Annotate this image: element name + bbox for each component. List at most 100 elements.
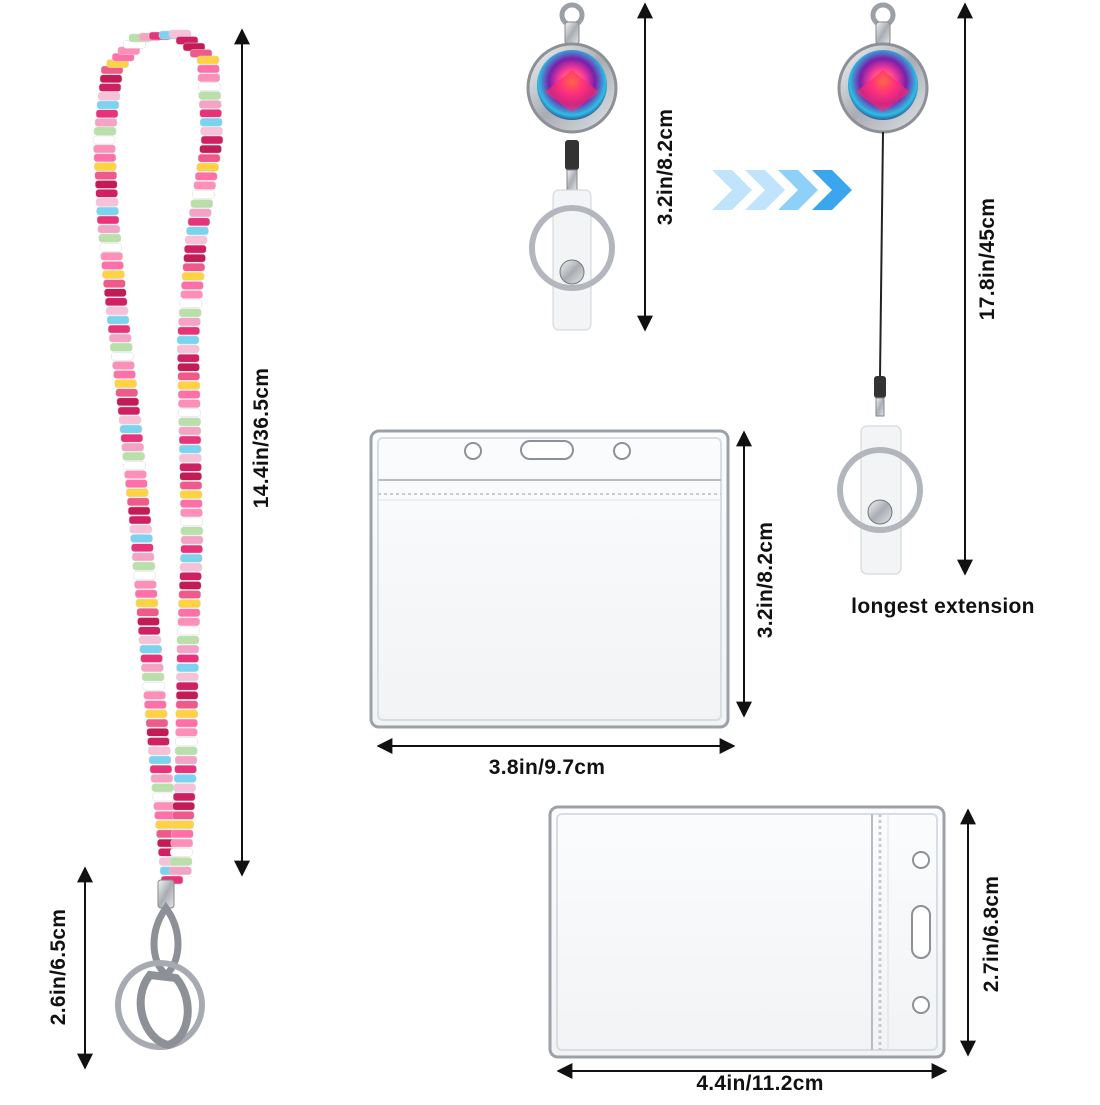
bead	[137, 626, 161, 636]
bead	[179, 453, 202, 463]
bead	[186, 226, 209, 236]
bead	[177, 626, 200, 636]
bead	[149, 764, 173, 774]
bead	[184, 235, 208, 245]
bead	[119, 424, 143, 434]
bead	[177, 390, 201, 399]
bead	[179, 572, 202, 581]
lanyard-length-label: 14.4in/36.5cm	[250, 367, 273, 509]
bead	[147, 746, 171, 756]
bead	[131, 552, 155, 562]
bead	[180, 553, 203, 563]
bead	[130, 534, 153, 543]
bead	[99, 243, 122, 252]
bead	[93, 127, 117, 136]
bead	[105, 306, 129, 316]
bead	[178, 317, 201, 327]
bead	[145, 718, 169, 728]
bead	[179, 481, 203, 490]
bead	[176, 644, 200, 654]
bead	[177, 326, 200, 336]
bead	[134, 580, 157, 589]
bead	[153, 801, 176, 811]
bead	[129, 524, 153, 534]
bead	[122, 452, 145, 461]
badge-reel-extended	[837, 2, 929, 575]
bead	[144, 700, 167, 709]
bead	[180, 544, 203, 554]
horizontal-holder-width-label: 3.8in/9.7cm	[488, 756, 606, 779]
chevron-icon	[778, 170, 818, 210]
bead	[197, 64, 220, 74]
badge-reel-retracted	[526, 2, 618, 331]
bead	[181, 281, 204, 290]
bead	[175, 709, 199, 719]
bead	[194, 172, 218, 181]
bead	[179, 299, 203, 308]
bead	[123, 461, 146, 470]
bead	[139, 644, 163, 654]
bead	[178, 408, 201, 417]
bead	[171, 820, 195, 829]
bead	[196, 163, 219, 172]
bead	[200, 126, 223, 136]
bead	[187, 217, 211, 227]
bead	[197, 73, 221, 83]
bead	[176, 344, 200, 354]
bead	[140, 654, 163, 663]
bead	[180, 499, 203, 508]
bead	[131, 543, 154, 552]
bead	[178, 399, 201, 408]
bead	[99, 74, 123, 83]
bead	[177, 372, 200, 381]
bead	[199, 117, 223, 127]
bead	[137, 617, 160, 626]
horizontal-badge-holder	[369, 429, 730, 729]
bead	[189, 208, 212, 217]
bead	[152, 792, 175, 802]
bead	[179, 463, 202, 472]
bead	[93, 144, 116, 154]
bead	[179, 490, 203, 499]
bead	[176, 663, 199, 672]
reel-height-label: 3.2in/8.2cm	[654, 108, 677, 226]
bead	[133, 571, 156, 580]
bead	[106, 315, 130, 325]
bead	[124, 470, 147, 479]
bead	[199, 109, 222, 118]
bead	[97, 224, 121, 234]
bead	[180, 517, 203, 527]
bead	[141, 663, 164, 672]
bead	[178, 417, 201, 427]
bead	[144, 709, 168, 719]
bead	[116, 397, 140, 407]
bead	[177, 608, 201, 617]
bead	[125, 479, 148, 488]
bead	[178, 426, 202, 436]
bead	[98, 83, 122, 92]
bead	[178, 444, 202, 454]
bead	[120, 433, 144, 443]
bead	[147, 737, 170, 746]
bead	[143, 691, 166, 700]
bead	[175, 728, 198, 737]
bead	[94, 162, 117, 171]
bead	[114, 379, 137, 388]
bead	[177, 353, 200, 363]
bead	[96, 215, 120, 225]
bead	[178, 435, 202, 445]
bead	[128, 515, 152, 525]
bead	[94, 180, 118, 189]
bead	[183, 253, 206, 263]
bead	[135, 598, 159, 608]
bead	[100, 252, 123, 261]
bead	[96, 206, 119, 216]
chevron-icon	[745, 170, 785, 210]
bead	[104, 288, 127, 297]
reel-extended-label: 17.8in/45cm	[976, 197, 999, 321]
bead	[173, 774, 197, 783]
bead	[176, 635, 200, 645]
bead	[197, 153, 221, 163]
bead	[96, 100, 120, 110]
